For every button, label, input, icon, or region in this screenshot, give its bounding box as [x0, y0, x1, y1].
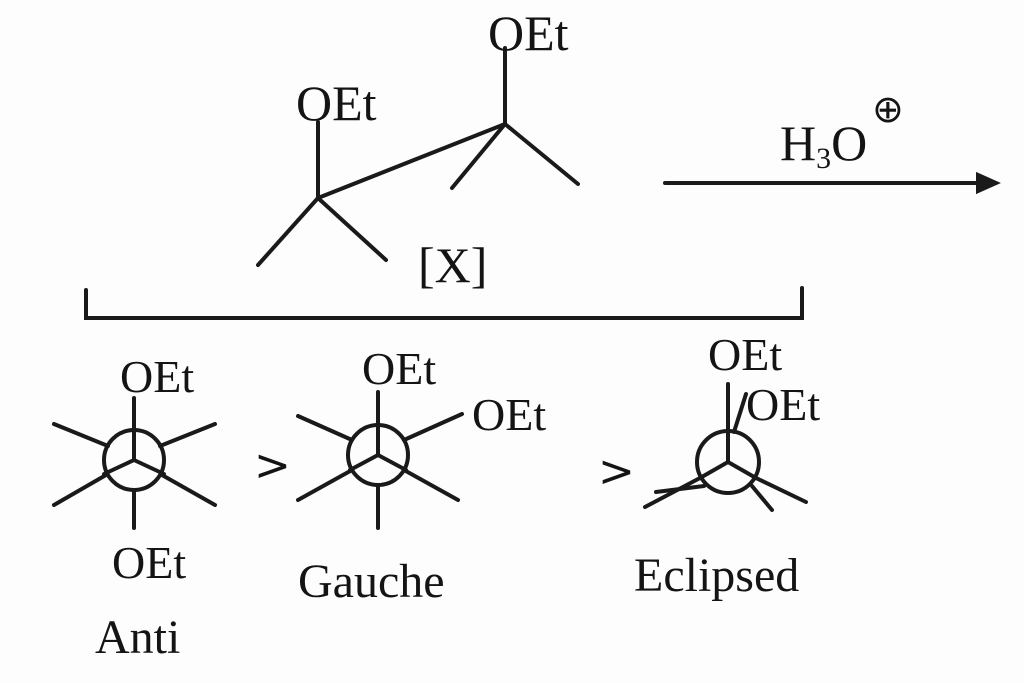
- gauche-back-bond-ul: [296, 414, 354, 442]
- bond-central: [316, 122, 507, 200]
- anti-back-oet: OEt: [112, 537, 187, 588]
- arrow-head: [976, 171, 1001, 195]
- molecule-skeleton: [256, 46, 580, 267]
- eclipsed-front-bond-left: [698, 460, 730, 480]
- eclipsed-front-bond-right: [726, 460, 758, 480]
- comparison-operator-1: >: [254, 440, 291, 491]
- eclipsed-back-oet: OEt: [746, 379, 821, 430]
- gauche-back-bond-ur: [402, 412, 464, 442]
- eclipsed-back-bond-left-ext: [654, 484, 706, 494]
- newman-eclipsed: [643, 382, 808, 512]
- reagent-suffix: O: [831, 115, 868, 171]
- eclipsed-front-oet: OEt: [708, 329, 783, 380]
- anti-back-bond-ul: [52, 422, 110, 448]
- newman-anti: [52, 396, 217, 530]
- anti-back-bond-ur: [158, 422, 217, 448]
- conformer-bracket: [84, 286, 804, 320]
- eclipsed-back-bond-top: [732, 392, 748, 434]
- anti-front-bond-right: [132, 458, 166, 476]
- anti-caption: Anti: [95, 611, 181, 664]
- anti-front-bond-left: [102, 458, 136, 476]
- eclipsed-back-bond-right-ext: [750, 484, 774, 512]
- reaction-arrow: [663, 171, 1001, 195]
- bond-left-methyl-b: [316, 196, 388, 262]
- gauche-front-bond-left-ext: [296, 468, 354, 502]
- eclipsed-front-bond-left-ext: [643, 476, 702, 509]
- molecule-name-label: [X]: [418, 237, 488, 293]
- molecule-oet-top-right: OEt: [488, 5, 569, 61]
- comparison-operator-2: >: [598, 446, 635, 497]
- gauche-front-bond-left: [348, 453, 380, 472]
- positive-charge-icon: ⊕: [872, 87, 904, 131]
- bond-right-methyl-b: [503, 122, 580, 186]
- gauche-front-oet: OEt: [362, 343, 437, 394]
- gauche-back-oet: OEt: [472, 389, 547, 440]
- gauche-caption: Gauche: [298, 555, 445, 608]
- reagent-prefix: H: [780, 115, 817, 171]
- reagent-label: H3O: [780, 118, 867, 174]
- anti-front-bond-right-ext: [160, 473, 217, 507]
- gauche-front-bond-right: [376, 453, 408, 472]
- anti-front-bond-left-ext: [52, 473, 108, 507]
- eclipsed-caption: Eclipsed: [634, 549, 800, 602]
- bond-left-methyl-a: [256, 196, 320, 267]
- eclipsed-front-bond-right-ext: [754, 476, 808, 504]
- bond-right-methyl-a: [450, 122, 507, 190]
- reagent-subscript: 3: [816, 142, 832, 175]
- newman-gauche: [296, 390, 464, 530]
- molecule-oet-top-left: OEt: [296, 75, 377, 131]
- gauche-front-bond-right-ext: [402, 468, 460, 502]
- bracket-line: [84, 286, 804, 320]
- anti-front-oet: OEt: [120, 351, 195, 402]
